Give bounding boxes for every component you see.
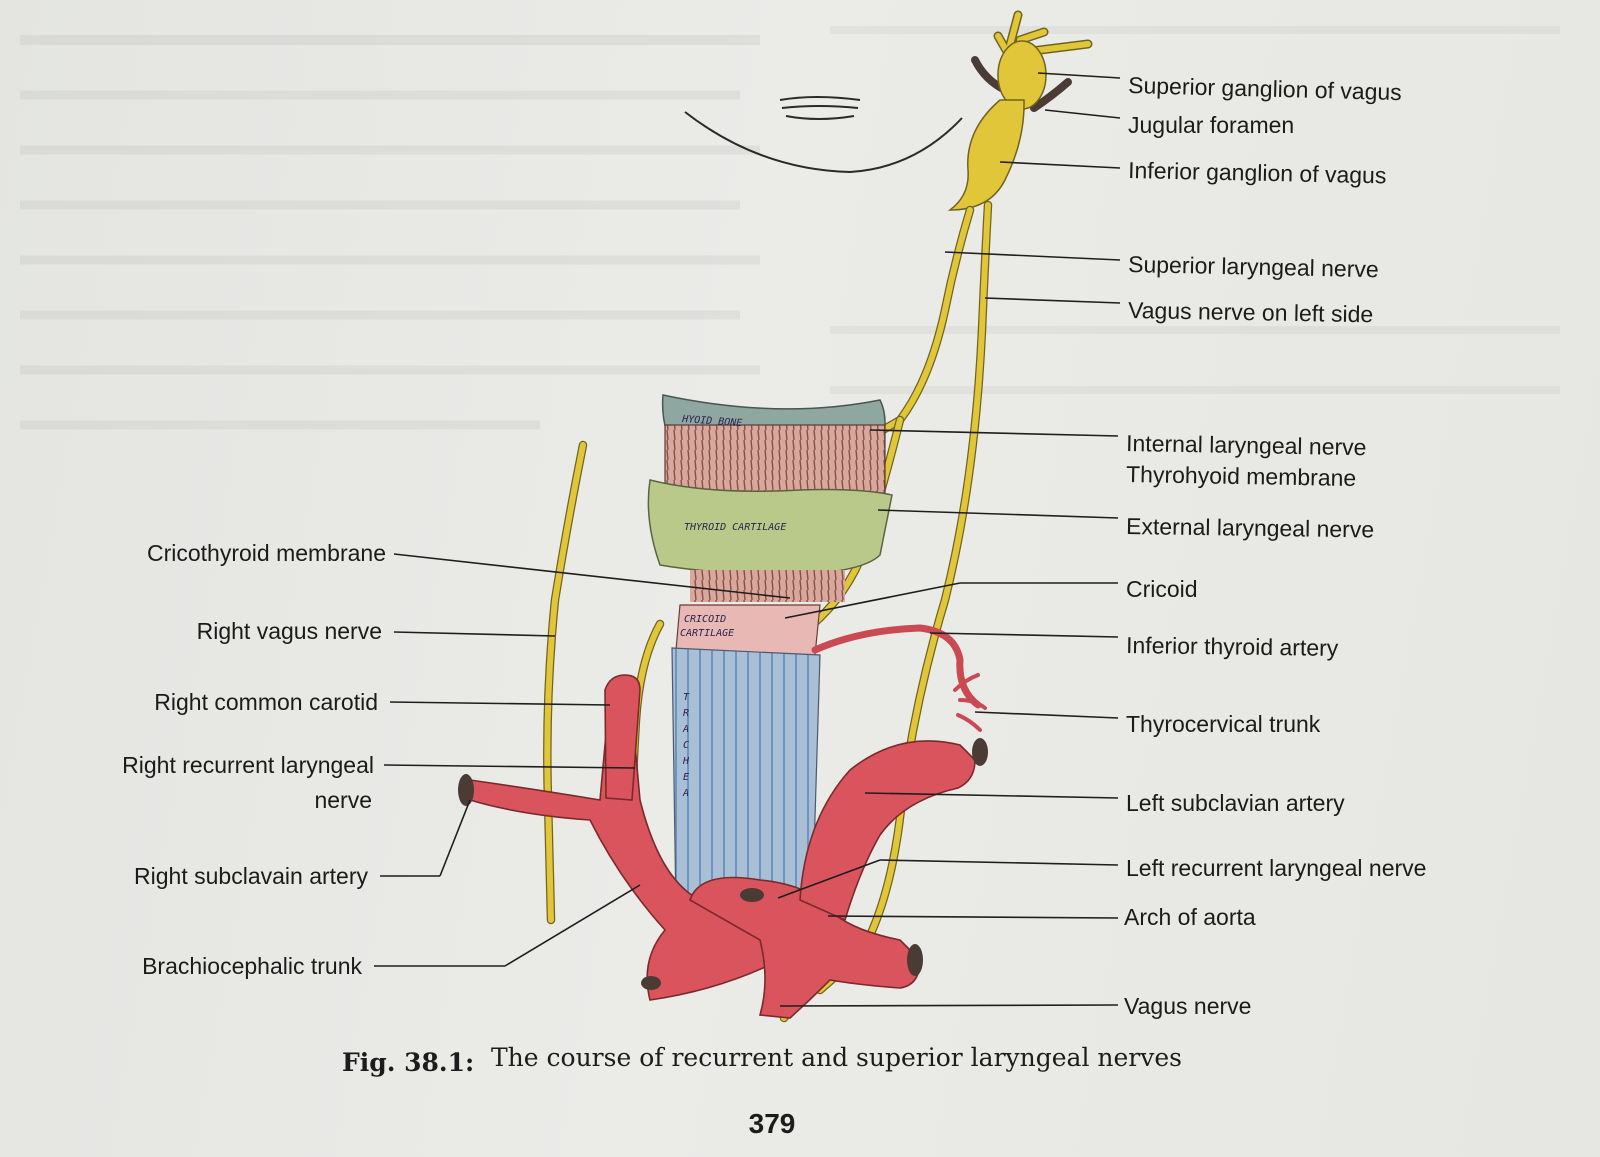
hyoid-bone-lettering: HYOID BONE xyxy=(681,414,743,429)
label-right-recurrent-laryngeal: Right recurrent laryngeal xyxy=(122,752,374,778)
label-right-subclavain-artery: Right subclavain artery xyxy=(134,863,368,889)
trachea-letter: A xyxy=(682,788,689,799)
trachea-letter: C xyxy=(683,740,689,751)
mandible-sketch xyxy=(684,96,963,174)
label-thyrohyoid-membrane: Thyrohyoid membrane xyxy=(1126,461,1357,491)
thyroid-cartilage-lettering: THYROID CARTILAGE xyxy=(684,522,786,533)
left-subclavian-artery-shape xyxy=(799,740,976,922)
right-vagus-nerve xyxy=(543,440,588,925)
label-external-laryngeal-nerve: External laryngeal nerve xyxy=(1126,513,1374,542)
cricoid-lettering-2: CARTILAGE xyxy=(680,628,734,639)
page-background-texture xyxy=(20,26,1560,430)
figure-caption: Fig. 38.1: The course of recurrent and s… xyxy=(342,1043,1182,1077)
label-vagus-nerve-on-left-side: Vagus nerve on left side xyxy=(1128,297,1373,327)
label-right-common-carotid: Right common carotid xyxy=(154,689,378,715)
label-internal-laryngeal-nerve: Internal laryngeal nerve xyxy=(1126,430,1367,460)
cricoid-lettering-1: CRICOID xyxy=(684,614,726,625)
cricothyroid-membrane xyxy=(690,570,845,602)
caption-number: Fig. 38.1: xyxy=(342,1048,474,1077)
label-arch-of-aorta: Arch of aorta xyxy=(1124,904,1256,930)
arteries xyxy=(458,624,988,1019)
label-superior-ganglion-of-vagus: Superior ganglion of vagus xyxy=(1128,72,1402,105)
leader-lines-left xyxy=(374,553,791,967)
trachea-letter: E xyxy=(683,772,689,783)
label-right-vagus-nerve: Right vagus nerve xyxy=(197,618,382,644)
inferior-thyroid-artery-shape xyxy=(811,624,982,709)
thyrohyoid-membrane xyxy=(664,424,886,494)
label-vagus-nerve: Vagus nerve xyxy=(1124,993,1251,1019)
label-inferior-ganglion-of-vagus: Inferior ganglion of vagus xyxy=(1128,157,1387,188)
trachea xyxy=(671,647,821,916)
trachea-letter: R xyxy=(683,708,689,719)
label-right-recurrent-laryngeal-nerve-cont: nerve xyxy=(314,787,372,813)
larynx xyxy=(647,394,893,656)
trachea-letter: T xyxy=(683,692,690,703)
caption-text: The course of recurrent and superior lar… xyxy=(491,1043,1182,1072)
vagus-ganglia xyxy=(947,10,1093,211)
thyroid-cartilage xyxy=(647,479,893,576)
label-cricothyroid-membrane: Cricothyroid membrane xyxy=(147,540,386,566)
arch-of-aorta-shape xyxy=(689,876,921,1019)
label-jugular-foramen: Jugular foramen xyxy=(1128,112,1294,138)
page-number: 379 xyxy=(749,1108,796,1139)
labels-left: Cricothyroid membrane Right vagus nerve … xyxy=(122,540,386,979)
label-superior-laryngeal-nerve: Superior laryngeal nerve xyxy=(1128,251,1379,282)
label-inferior-thyroid-artery: Inferior thyroid artery xyxy=(1126,632,1339,661)
trachea-letter: A xyxy=(682,724,689,735)
drawing-lettering: HYOID BONE THYROID CARTILAGE CRICOID CAR… xyxy=(680,414,786,799)
label-brachiocephalic-trunk: Brachiocephalic trunk xyxy=(142,953,362,979)
trachea-letter: H xyxy=(682,756,690,767)
leader-lines-right xyxy=(777,72,1121,1007)
label-left-recurrent-laryngeal-nerve: Left recurrent laryngeal nerve xyxy=(1126,855,1426,881)
label-thyrocervical-trunk: Thyrocervical trunk xyxy=(1126,711,1321,737)
label-cricoid: Cricoid xyxy=(1126,576,1198,602)
thyrocervical-trunk-shape xyxy=(953,673,987,732)
labels-right: Superior ganglion of vagus Jugular foram… xyxy=(1124,72,1426,1019)
label-left-subclavian-artery: Left subclavian artery xyxy=(1126,790,1345,816)
